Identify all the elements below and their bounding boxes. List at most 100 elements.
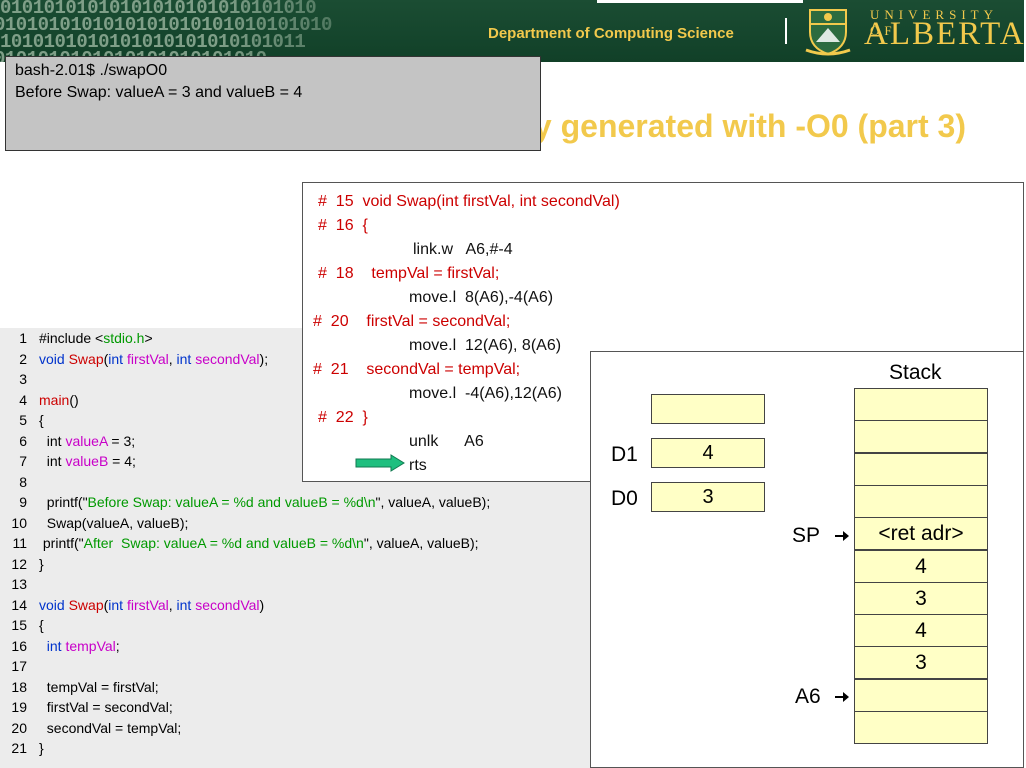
university-wordmark: ALBERTA [864,16,1026,52]
asm-line: move.l -4(A6),12(A6) [409,385,562,402]
source-line: 13 [0,574,595,595]
binary-row: 0101010101010101010101010101010 [0,14,332,36]
code-token: void [39,350,69,367]
line-number: 3 [19,371,27,387]
code-token: ( [103,350,109,367]
code-token: After Swap: valueA = %d and valueB = %d\… [83,535,364,551]
code-token: int [108,350,127,367]
asm-line: # 16 { [318,217,368,234]
source-line: 11 printf("After Swap: valueA = %d and v… [0,533,595,554]
line-number: 18 [11,678,27,695]
binary-row: 01010101010101010101010101010 [0,0,317,19]
line-number: 4 [19,391,27,408]
university-label: UNIVERSITY OF [870,7,998,38]
sp-pointer-arrow-icon [835,531,849,541]
asm-line: # 21 secondVal = tempVal; [313,361,521,378]
code-token: ", valueA, valueB); [375,494,491,510]
code-token: ) [259,596,265,613]
terminal-line: Before Swap: valueA = 3 and valueB = 4 [15,84,303,101]
code-token: int [39,432,66,449]
stack-cell: 3 [854,646,988,680]
code-token: Swap [68,596,104,613]
code-token: main [39,391,70,408]
line-number: 6 [19,432,27,449]
department-name: Department of Computing Science [488,25,734,42]
stack-cell [854,452,988,486]
register-label-d0: D0 [611,487,638,510]
code-token: ); [259,350,269,367]
register-box [651,394,765,424]
source-line: 20 secondVal = tempVal; [0,718,595,739]
source-line: 3 [0,369,595,390]
source-line: 16 int tempVal; [0,636,595,657]
code-token: valueB [65,453,109,469]
university-crest-icon [805,9,851,56]
line-number: 11 [12,535,27,551]
code-token: ", valueA, valueB); [363,535,479,551]
line-number: 1 [19,330,27,346]
code-token: Swap [68,350,104,367]
a6-pointer-arrow-icon [835,692,849,702]
line-number: 12 [11,555,27,572]
code-token: Before Swap: valueA = %d and valueB = %d… [87,494,376,510]
code-token: secondVal = tempVal; [39,719,182,736]
code-token: void [39,596,69,613]
line-number: 17 [11,658,27,674]
stack-cell [854,420,988,454]
code-token: = 4; [108,453,136,469]
line-number: 7 [19,453,27,469]
source-line: 17 [0,656,595,677]
asm-line: # 15 void Swap(int firstVal, int secondV… [318,193,620,210]
asm-line-current: rts [409,457,427,474]
code-token: secondVal [195,596,260,613]
code-token: ; [115,637,120,654]
stack-cell [854,678,988,712]
code-token: () [69,391,79,408]
source-line: 21} [0,738,595,759]
terminal-window: bash-2.01$ ./swapO0 Before Swap: valueA … [5,56,541,151]
line-number: 10 [11,514,27,531]
code-token: valueA [65,432,108,449]
code-token: printf(" [39,535,84,551]
code-token: tempVal = firstVal; [39,678,159,695]
sp-pointer-label: SP [792,524,821,547]
code-token: int [108,596,127,613]
line-number: 21 [11,740,27,756]
source-line: 6 int valueA = 3; [0,431,595,452]
line-number: 20 [11,719,27,736]
source-line: 15{ [0,615,595,636]
code-token: int [176,596,196,613]
asm-line: # 22 } [318,409,368,426]
asm-line: move.l 8(A6),-4(A6) [409,289,554,306]
asm-line: # 18 tempVal = firstVal; [318,265,500,282]
code-token: } [39,740,44,756]
terminal-line: bash-2.01$ ./swapO0 [15,62,168,79]
stack-cell [854,388,988,421]
line-number: 19 [11,699,27,715]
code-token: ( [103,596,109,613]
code-token: , [168,596,177,613]
source-line: 9 printf("Before Swap: valueA = %d and v… [0,492,595,513]
source-line: 5{ [0,410,595,431]
code-token: printf(" [39,494,88,510]
source-line: 10 Swap(valueA, valueB); [0,513,595,534]
code-token: tempVal [65,637,116,654]
line-number: 14 [11,596,27,613]
code-token: int [176,350,196,367]
asm-line: link.w A6,#-4 [413,241,513,258]
a6-pointer-label: A6 [795,685,821,708]
code-token: } [39,555,44,572]
code-token: = 3; [107,432,136,449]
code-token: > [144,330,153,346]
source-line: 7 int valueB = 4; [0,451,595,472]
code-token: int [46,637,66,654]
line-number: 9 [19,494,27,510]
stack-title: Stack [889,361,942,384]
register-d0-value: 3 [651,482,765,512]
code-token: firstVal = secondVal; [39,699,173,715]
line-number: 2 [19,350,27,367]
